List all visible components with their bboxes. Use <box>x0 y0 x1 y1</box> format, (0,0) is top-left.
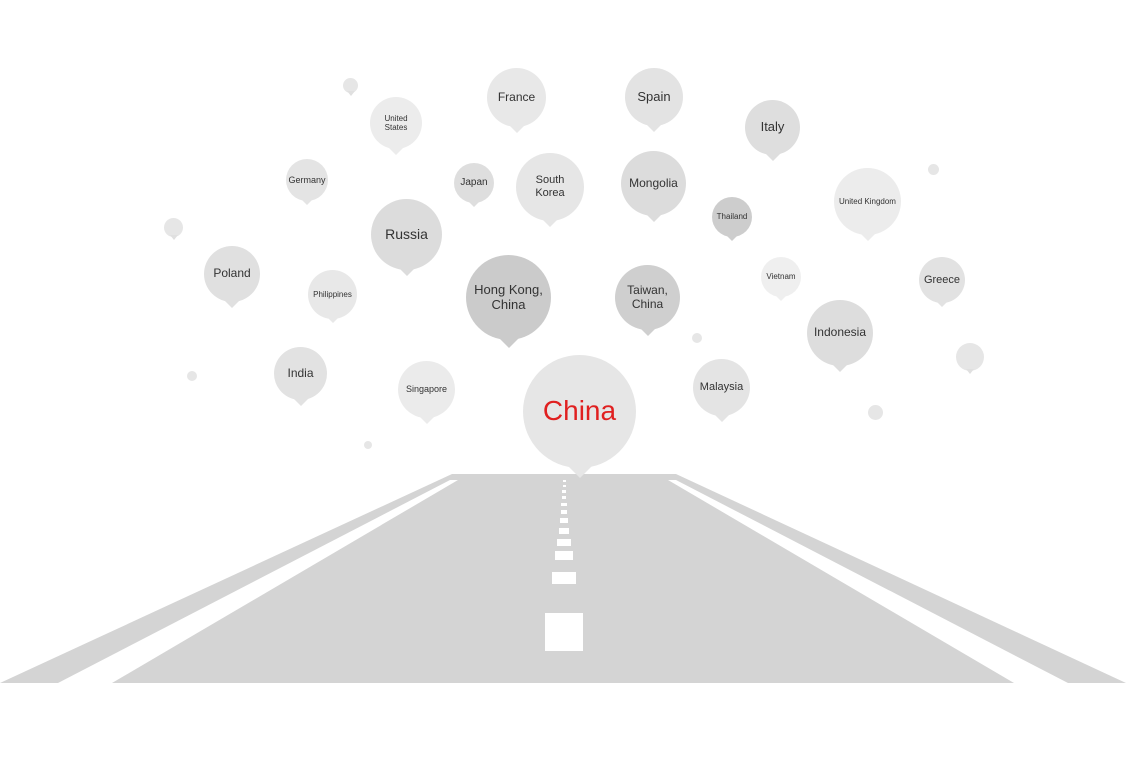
country-bubble-singapore: Singapore <box>398 361 455 418</box>
country-bubble-indonesia: Indonesia <box>807 300 873 366</box>
country-bubble-vietnam: Vietnam <box>761 257 801 297</box>
country-bubble-japan: Japan <box>454 163 494 203</box>
country-bubble-greece: Greece <box>919 257 965 303</box>
decorative-dot <box>692 333 702 343</box>
country-bubble-spain: Spain <box>625 68 683 126</box>
decorative-dot <box>164 218 183 237</box>
road-edge-line-left <box>58 480 458 683</box>
country-bubble-united-states: United States <box>370 97 422 149</box>
china-center-bubble: China <box>523 355 636 468</box>
country-bubble-mongolia: Mongolia <box>621 151 686 216</box>
country-bubble-germany: Germany <box>286 159 328 201</box>
decorative-dot <box>868 405 883 420</box>
country-bubble-italy: Italy <box>745 100 800 155</box>
decorative-dot <box>928 164 939 175</box>
country-bubble-poland: Poland <box>204 246 260 302</box>
decorative-dot <box>956 343 984 371</box>
country-bubble-hong-kong: Hong Kong, China <box>466 255 551 340</box>
decorative-dot <box>364 441 372 449</box>
road-edge-line-right <box>668 480 1068 683</box>
country-bubble-south-korea: South Korea <box>516 153 584 221</box>
country-bubble-india: India <box>274 347 327 400</box>
china-label: China <box>542 395 617 427</box>
country-bubble-malaysia: Malaysia <box>693 359 750 416</box>
country-bubble-russia: Russia <box>371 199 442 270</box>
country-bubble-taiwan: Taiwan, China <box>615 265 680 330</box>
country-bubble-thailand: Thailand <box>712 197 752 237</box>
decorative-dot <box>343 78 358 93</box>
country-bubble-france: France <box>487 68 546 127</box>
road-center-dashes <box>545 480 583 651</box>
country-bubble-united-kingdom: United Kingdom <box>834 168 901 235</box>
country-bubble-philippines: Philippines <box>308 270 357 319</box>
decorative-dot <box>187 371 197 381</box>
